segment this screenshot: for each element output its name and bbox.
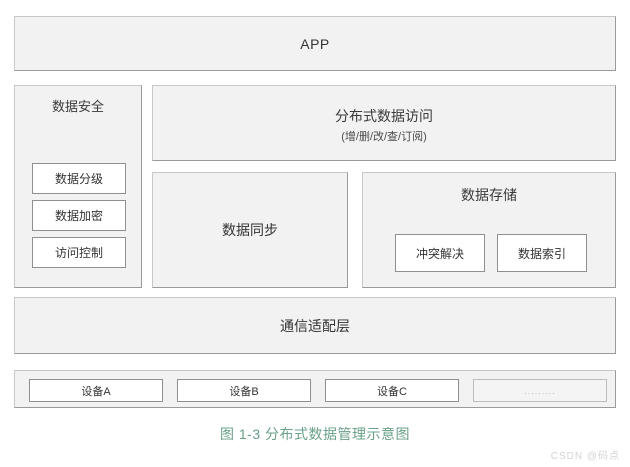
security-item-data-classification: 数据分级 bbox=[32, 163, 126, 194]
security-item-data-encryption: 数据加密 bbox=[32, 200, 126, 231]
device-item-more: ......... bbox=[473, 379, 607, 402]
device-item-a: 设备A bbox=[29, 379, 163, 402]
watermark: CSDN @码点 bbox=[550, 451, 620, 462]
data-storage-panel: 数据存储 冲突解决 数据索引 bbox=[362, 172, 616, 288]
app-layer-box: APP bbox=[14, 16, 616, 71]
security-item-access-control: 访问控制 bbox=[32, 237, 126, 268]
figure-caption: 图 1-3 分布式数据管理示意图 bbox=[219, 426, 410, 442]
device-item-label: ......... bbox=[524, 385, 556, 396]
security-item-label: 数据分级 bbox=[54, 172, 103, 186]
device-item-c: 设备C bbox=[325, 379, 459, 402]
security-item-label: 访问控制 bbox=[54, 246, 103, 260]
data-sync-label: 数据同步 bbox=[222, 222, 278, 238]
app-layer-label: APP bbox=[300, 35, 330, 52]
device-item-label: 设备A bbox=[81, 385, 111, 398]
distributed-data-access-subtitle: (增/删/改/查/订阅) bbox=[341, 131, 427, 143]
communication-adaptation-layer-label: 通信适配层 bbox=[280, 317, 350, 334]
data-sync-box: 数据同步 bbox=[152, 172, 348, 288]
storage-item-label: 冲突解决 bbox=[415, 246, 464, 261]
device-item-label: 设备B bbox=[229, 385, 259, 398]
device-item-b: 设备B bbox=[177, 379, 311, 402]
distributed-data-access-title: 分布式数据访问 bbox=[335, 108, 433, 124]
security-item-label: 数据加密 bbox=[54, 209, 103, 223]
communication-adaptation-layer-box: 通信适配层 bbox=[14, 297, 616, 354]
distributed-data-access-box: 分布式数据访问 (增/删/改/查/订阅) bbox=[152, 85, 616, 161]
data-security-panel: 数据安全 数据分级 数据加密 访问控制 bbox=[14, 85, 142, 288]
storage-item-conflict-resolution: 冲突解决 bbox=[395, 234, 485, 272]
data-security-title: 数据安全 bbox=[51, 99, 104, 114]
devices-panel: 设备A 设备B 设备C ......... bbox=[14, 370, 616, 408]
device-item-label: 设备C bbox=[377, 385, 407, 398]
storage-item-label: 数据索引 bbox=[517, 246, 566, 261]
data-storage-title: 数据存储 bbox=[461, 187, 517, 203]
storage-item-data-index: 数据索引 bbox=[497, 234, 587, 272]
